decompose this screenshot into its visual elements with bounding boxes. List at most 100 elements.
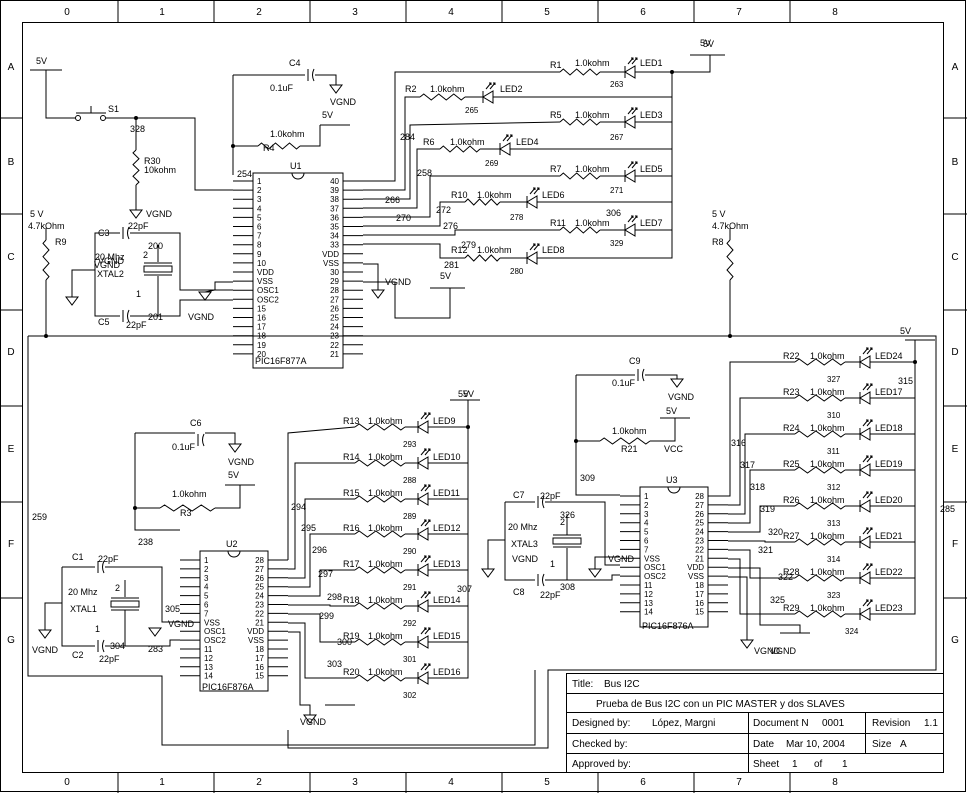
net-node: 271: [610, 186, 624, 195]
wire: [728, 469, 795, 524]
row-mark-F: F: [8, 539, 14, 550]
label-n238: 238: [138, 537, 153, 547]
ic-u2: U2PIC16F876A1234567VSSOSC1OSC21112131428…: [180, 539, 288, 692]
led-led14: [417, 591, 431, 613]
pin-label: 24: [330, 323, 339, 332]
label-c4v: 0.1uF: [270, 83, 294, 93]
label-g5: VGND: [385, 277, 412, 287]
date-label: Date: [753, 739, 775, 750]
resistor-r1: [559, 68, 601, 76]
label-g15: VGND: [770, 646, 797, 656]
wire: [363, 201, 465, 227]
wire: [428, 426, 469, 679]
label-r30a: R30: [144, 156, 161, 166]
label-x2: XTAL2: [97, 269, 124, 279]
wire: [728, 558, 795, 615]
label-c1v: 22pF: [98, 554, 119, 564]
pin-label: 1: [204, 556, 209, 565]
label-x1f: 20 Mhz: [68, 587, 98, 597]
led-ref: LED12: [433, 523, 461, 533]
label-n316: 316: [731, 438, 746, 448]
pin-label: 29: [330, 277, 339, 286]
row-mark-E: E: [8, 444, 15, 455]
label-n200: 200: [148, 241, 163, 251]
led-ref: LED11: [433, 488, 460, 498]
pin-label: 14: [204, 672, 213, 681]
label-n281: 281: [444, 260, 459, 270]
wire: [363, 229, 560, 236]
wire: [672, 55, 711, 73]
wire: [288, 613, 355, 643]
pin-label: 6: [257, 223, 262, 232]
resistor-ref: R19: [343, 631, 360, 641]
column-mark-7: 7: [736, 7, 742, 18]
net-node: 327: [827, 375, 841, 384]
pin-label: 7: [257, 232, 262, 241]
date: Mar 10, 2004: [786, 739, 845, 750]
checked-label: Checked by:: [572, 739, 628, 750]
label-c5v: 22pF: [126, 320, 147, 330]
wire: [728, 549, 795, 579]
capacitor-c9: [637, 368, 645, 382]
wire: [504, 502, 535, 581]
label-r3v: 1.0kohm: [172, 489, 207, 499]
led-ref: LED6: [542, 190, 565, 200]
wire: [728, 433, 795, 515]
net-node: 324: [845, 627, 859, 636]
of-label: of: [814, 759, 823, 770]
ic-ref: U1: [290, 161, 302, 171]
ic-part-label: PIC16F876A: [202, 682, 254, 692]
wire: [288, 631, 311, 715]
net-node: 313: [827, 519, 841, 528]
resistor-r18: [354, 602, 406, 610]
resistor-r17: [354, 566, 406, 574]
pin-label: 22: [695, 545, 704, 554]
label-n295: 295: [301, 523, 316, 533]
wire: [728, 540, 795, 543]
resistor-r8: [726, 239, 734, 281]
led-led4: [499, 134, 513, 156]
label-n317: 317: [740, 460, 755, 470]
row-mark-G: G: [951, 635, 959, 646]
wire: [288, 533, 355, 588]
label-g7: VGND: [32, 645, 59, 655]
title-value: Bus I2C: [604, 679, 640, 690]
ground-12: [588, 568, 602, 578]
pin-label: 2: [257, 186, 262, 195]
net-node: 280: [510, 267, 524, 276]
label-n309: 309: [580, 473, 595, 483]
ground-10: [670, 378, 684, 388]
pin-label: 7: [204, 609, 209, 618]
wire: [728, 397, 795, 506]
pin-label: OSC1: [644, 563, 666, 572]
resistor-ref: R2: [405, 84, 417, 94]
column-mark-6: 6: [640, 777, 646, 788]
wire: [728, 361, 795, 497]
resistor-value: 1.0kohm: [430, 84, 465, 94]
column-mark-4: 4: [448, 7, 454, 18]
pin-label: 5: [257, 213, 262, 222]
led-led9: [417, 412, 431, 434]
designed-label: Designed by:: [572, 718, 630, 729]
label-v1: 5V: [36, 56, 47, 66]
label-v9: 4.7kOhm: [712, 221, 749, 231]
pin-label: 5: [644, 528, 649, 537]
led-ref: LED18: [875, 423, 903, 433]
wire: [71, 269, 95, 297]
label-n322: 322: [778, 572, 793, 582]
pin-label: 27: [695, 501, 704, 510]
net-node: 289: [403, 512, 417, 521]
resistor-r24: [794, 430, 846, 438]
label-c6v: 0.1uF: [172, 442, 196, 452]
pin-label: 4: [644, 519, 649, 528]
column-mark-2: 2: [256, 7, 262, 18]
label-n296: 296: [312, 545, 327, 555]
label-n325: 325: [770, 595, 785, 605]
label-x3f: 20 Mhz: [508, 522, 538, 532]
